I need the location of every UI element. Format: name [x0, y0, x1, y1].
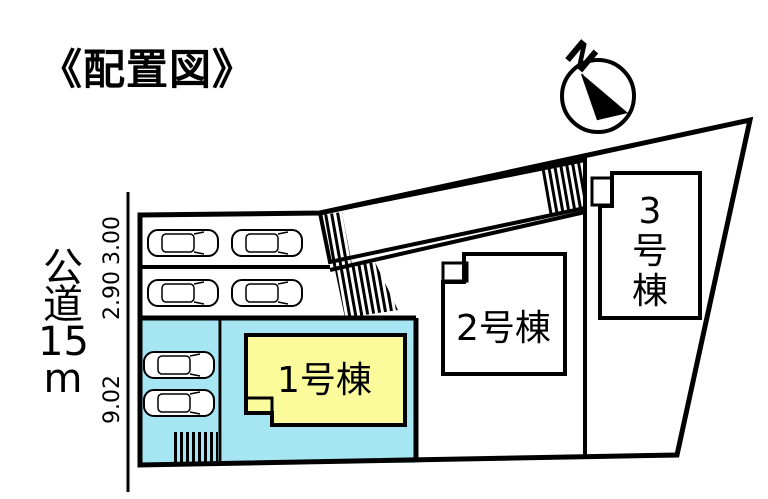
building-2-porch: [441, 261, 469, 283]
steps-3: [540, 161, 585, 214]
road-char-4: m: [43, 356, 83, 402]
building-3-label-line1: 3: [638, 191, 662, 232]
road-char-1: 公: [43, 245, 83, 291]
building-3-label-line3: 棟: [631, 271, 668, 312]
road-char-2: 道: [43, 282, 83, 328]
car-icon: [147, 279, 219, 307]
steps-4: [172, 432, 218, 462]
dimension-2-90: 2.90: [99, 271, 125, 320]
building-1-label: 1号棟: [277, 360, 372, 401]
steps-2: [335, 262, 398, 318]
building-3-porch: [590, 176, 614, 207]
dimension-9-02: 9.02: [99, 375, 125, 424]
building-3-label-line2: 号: [631, 231, 668, 272]
road-label: 公 道 15 m: [38, 245, 89, 402]
compass-icon: [560, 58, 636, 134]
building-1-porch: [244, 396, 274, 415]
steps-1: [322, 212, 352, 268]
page-title: 《配置図》: [40, 45, 256, 94]
car-icon: [143, 351, 215, 379]
car-icon: [231, 279, 303, 307]
car-icon: [231, 229, 303, 257]
car-icon: [143, 389, 215, 417]
building-2-label: 2号棟: [456, 308, 551, 349]
building-3-label: 3 号 棟: [625, 192, 675, 312]
road-char-3: 15: [38, 319, 89, 365]
dimension-3-00: 3.00: [99, 216, 125, 265]
car-icon: [147, 229, 219, 257]
